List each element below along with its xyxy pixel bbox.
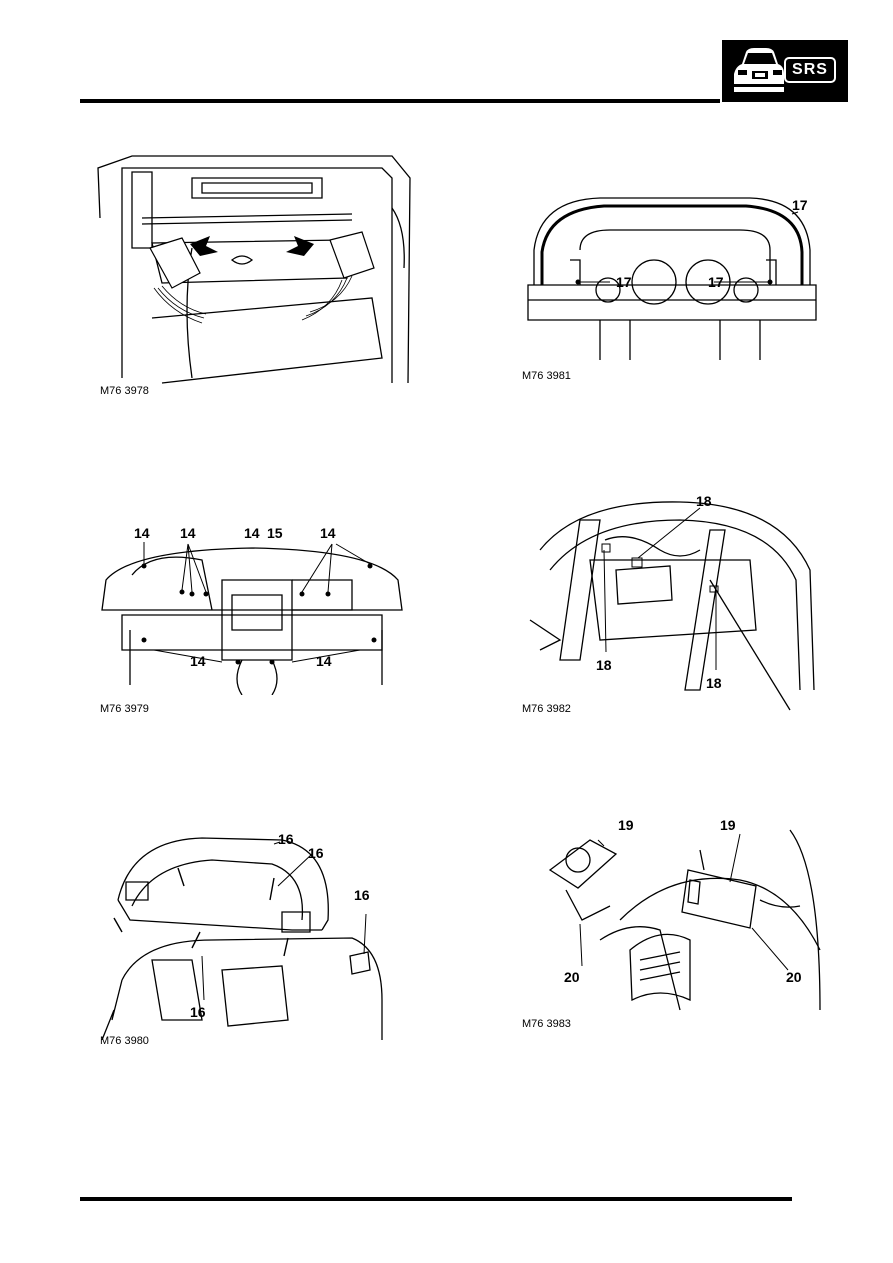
srs-section-badge: SRS [722,40,848,102]
car-front-icon [734,48,784,92]
illustration-harness-connectors [97,155,411,384]
callout-16: 16 [354,887,370,903]
callout-15: 15 [267,525,283,541]
illustration-fascia-fixings: 14 14 14 15 14 14 14 [101,525,403,695]
callout-18: 18 [696,493,712,509]
callout-17: 17 [708,274,724,290]
callout-18: 18 [596,657,612,673]
callout-20: 20 [564,969,580,985]
header-rule [80,99,720,103]
callout-14: 14 [320,525,336,541]
srs-label: SRS [784,57,836,83]
footer-rule [80,1197,792,1201]
figure-m76-3981: 17 17 17 M76 3981 [520,190,820,382]
figure-m76-3978: M76 3978 [92,148,412,397]
figure-m76-3983: 19 19 20 20 M76 3983 [520,810,830,1030]
callout-16: 16 [278,831,294,847]
figure-id: M76 3980 [100,1035,149,1047]
callout-18: 18 [706,675,722,691]
callout-14: 14 [134,525,150,541]
callout-14: 14 [180,525,196,541]
illustration-instrument-panel-cowl: 17 17 17 [527,197,817,360]
figure-m76-3982: 18 18 18 M76 3982 [520,490,820,715]
illustration-support-bracket: 18 18 18 [529,493,815,711]
figure-m76-3980: 16 16 16 16 M76 3980 [92,820,402,1047]
callout-14: 14 [244,525,260,541]
figure-id: M76 3978 [100,385,149,397]
illustration-fascia-upper-cover: 16 16 16 16 [101,831,383,1040]
callout-16: 16 [190,1004,206,1020]
figure-id: M76 3982 [522,703,571,715]
figure-id: M76 3979 [100,703,149,715]
callout-20: 20 [786,969,802,985]
callout-16: 16 [308,845,324,861]
callout-19: 19 [720,817,736,833]
callout-14: 14 [190,653,206,669]
callout-17: 17 [792,197,808,213]
callout-17: 17 [616,274,632,290]
figure-id: M76 3981 [522,370,571,382]
figure-m76-3979: 14 14 14 15 14 14 14 M76 3979 [92,520,412,715]
figure-id: M76 3983 [522,1018,571,1030]
illustration-side-airbag-modules: 19 19 20 20 [548,817,821,1011]
callout-14: 14 [316,653,332,669]
callout-19: 19 [618,817,634,833]
